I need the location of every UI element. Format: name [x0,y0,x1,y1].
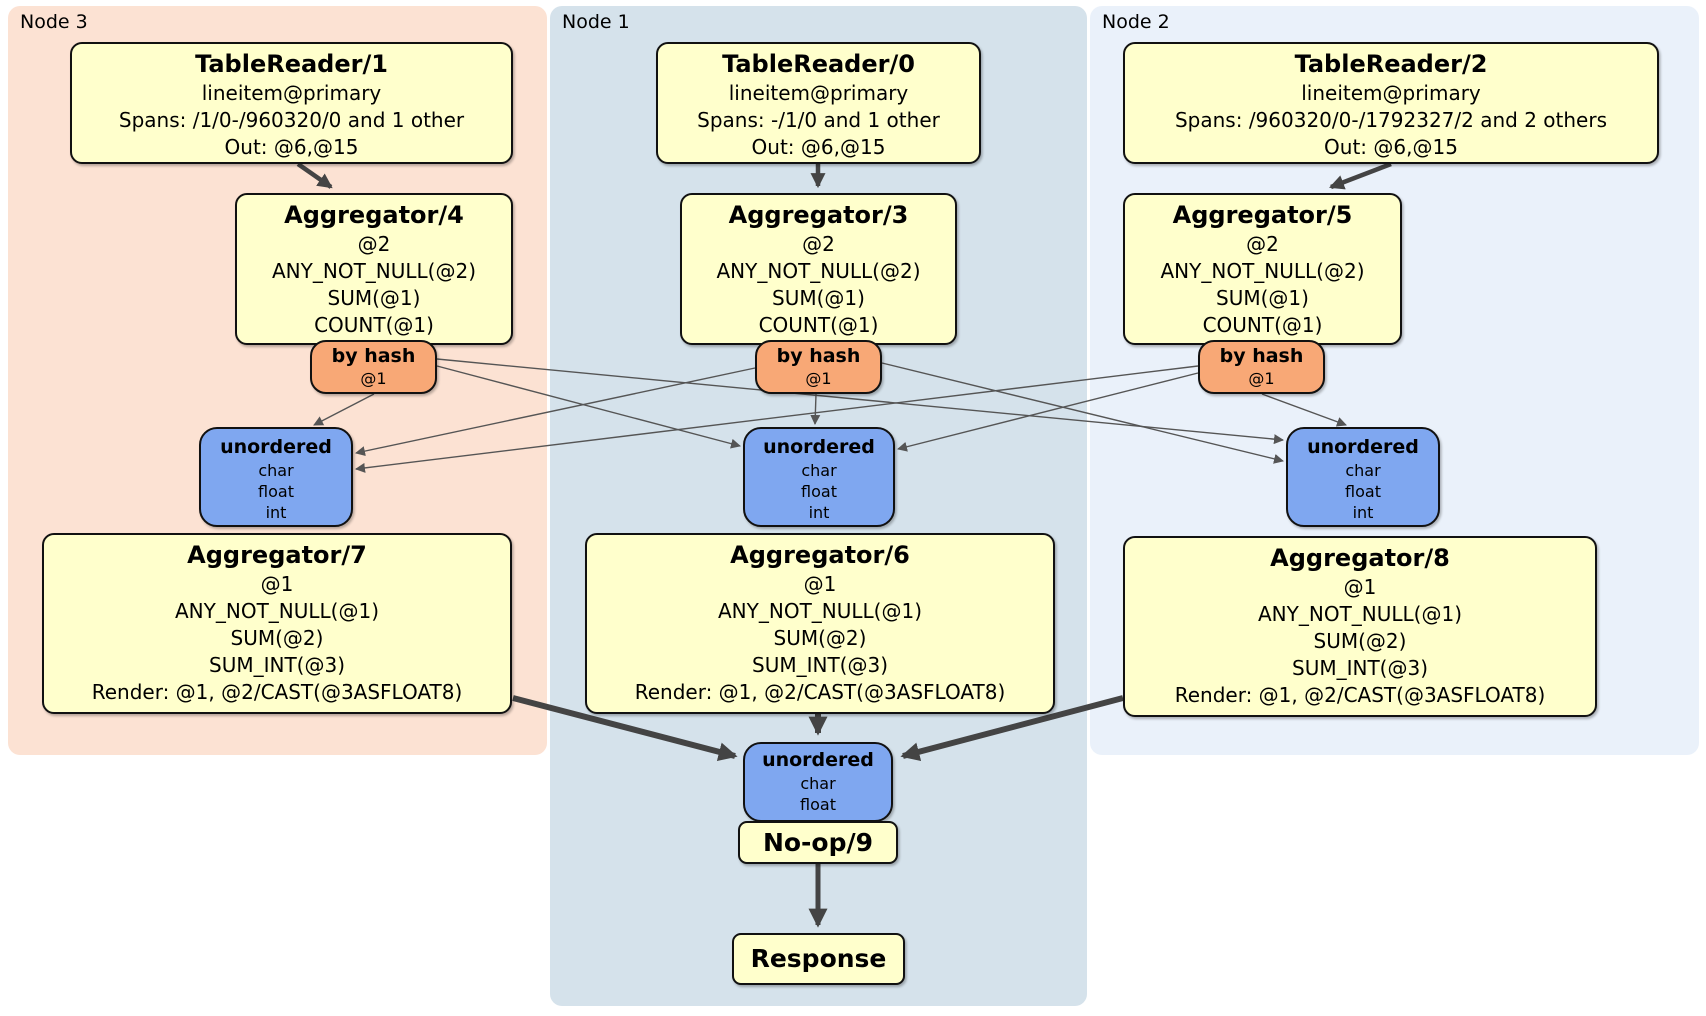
processor-detail: SUM_INT(@3) [209,653,345,677]
sync-column: char [1345,461,1381,480]
aggregator-8-box: Aggregator/8 @1 ANY_NOT_NULL(@1) SUM(@2)… [1123,536,1597,717]
aggregator-7-box: Aggregator/7 @1 ANY_NOT_NULL(@1) SUM(@2)… [42,533,512,714]
router-detail: @1 [805,369,832,388]
node2-label: Node 2 [1102,11,1170,33]
sync-column: float [258,482,294,501]
processor-detail: Render: @1, @2/CAST(@3ASFLOAT8) [1174,683,1546,707]
tablereader-1-box: TableReader/1 lineitem@primary Spans: /1… [70,42,513,164]
noop-9-box: No-op/9 [738,821,898,864]
processor-detail: Out: @6,@15 [1324,135,1458,159]
processor-detail: SUM(@1) [1216,286,1309,310]
processor-detail: SUM(@1) [327,286,421,310]
sync-title: unordered [220,436,332,458]
processor-detail: @2 [802,232,835,256]
processor-title: Aggregator/5 [1172,201,1353,229]
processor-detail: COUNT(@1) [1202,313,1323,337]
hash-router-node1: by hash @1 [755,340,882,394]
aggregator-4-box: Aggregator/4 @2 ANY_NOT_NULL(@2) SUM(@1)… [235,193,513,345]
node3-label: Node 3 [20,11,88,33]
router-title: by hash [331,345,416,367]
router-detail: @1 [1248,369,1275,388]
aggregator-5-box: Aggregator/5 @2 ANY_NOT_NULL(@2) SUM(@1)… [1123,193,1402,345]
tablereader-2-box: TableReader/2 lineitem@primary Spans: /9… [1123,42,1659,164]
sync-column: int [265,503,287,522]
processor-title: TableReader/0 [722,50,915,78]
processor-detail: SUM(@1) [772,286,865,310]
processor-detail: ANY_NOT_NULL(@2) [716,259,921,283]
processor-detail: SUM(@2) [230,626,324,650]
processor-title: Aggregator/7 [187,541,367,569]
processor-title: Aggregator/4 [284,201,464,229]
processor-detail: lineitem@primary [201,81,382,105]
node1-label: Node 1 [562,11,630,33]
sync-column: char [258,461,294,480]
processor-detail: @1 [260,572,294,596]
processor-title: Aggregator/3 [728,201,909,229]
unordered-sync-final: unordered char float [743,742,893,822]
processor-detail: Spans: /960320/0-/1792327/2 and 2 others [1174,108,1607,132]
processor-detail: COUNT(@1) [314,313,434,337]
tablereader-0-box: TableReader/0 lineitem@primary Spans: -/… [656,42,981,164]
processor-detail: SUM_INT(@3) [1292,656,1428,680]
sync-column: char [801,461,837,480]
processor-detail: ANY_NOT_NULL(@1) [175,599,379,623]
sync-column: float [800,795,836,814]
sync-column: int [808,503,830,522]
sync-column: float [1345,482,1381,501]
processor-detail: Out: @6,@15 [751,135,886,159]
processor-title: Aggregator/8 [1270,544,1450,572]
processor-detail: @1 [1343,575,1377,599]
processor-detail: @1 [803,572,837,596]
processor-detail: lineitem@primary [728,81,909,105]
hash-router-node3: by hash @1 [310,340,437,394]
processor-detail: ANY_NOT_NULL(@1) [1258,602,1462,626]
processor-title: Aggregator/6 [730,541,910,569]
processor-detail: Render: @1, @2/CAST(@3ASFLOAT8) [91,680,463,704]
processor-detail: Render: @1, @2/CAST(@3ASFLOAT8) [634,680,1006,704]
processor-detail: Spans: /1/0-/960320/0 and 1 other [118,108,465,132]
processor-detail: SUM(@2) [1313,629,1407,653]
response-box: Response [732,933,905,985]
processor-detail: Out: @6,@15 [224,135,359,159]
hash-router-node2: by hash @1 [1198,340,1325,394]
router-title: by hash [776,345,861,367]
sync-column: float [801,482,837,501]
processor-detail: ANY_NOT_NULL(@2) [272,259,476,283]
sync-title: unordered [1307,436,1419,458]
unordered-sync-node1: unordered char float int [743,427,895,527]
processor-title: TableReader/2 [1294,50,1488,78]
router-detail: @1 [360,369,387,388]
sync-title: unordered [763,436,875,458]
unordered-sync-node2: unordered char float int [1286,427,1440,527]
processor-title: TableReader/1 [195,50,388,78]
sync-title: unordered [762,749,874,771]
sync-column: int [1352,503,1374,522]
processor-detail: COUNT(@1) [758,313,879,337]
processor-detail: @2 [1246,232,1279,256]
unordered-sync-node3: unordered char float int [199,427,353,527]
processor-detail: @2 [357,232,391,256]
processor-detail: Spans: -/1/0 and 1 other [697,108,940,132]
processor-detail: ANY_NOT_NULL(@1) [718,599,922,623]
processor-detail: SUM(@2) [773,626,867,650]
processor-detail: ANY_NOT_NULL(@2) [1160,259,1365,283]
aggregator-6-box: Aggregator/6 @1 ANY_NOT_NULL(@1) SUM(@2)… [585,533,1055,714]
sync-column: char [800,774,836,793]
router-title: by hash [1219,345,1304,367]
processor-detail: lineitem@primary [1301,81,1481,105]
aggregator-3-box: Aggregator/3 @2 ANY_NOT_NULL(@2) SUM(@1)… [680,193,957,345]
processor-detail: SUM_INT(@3) [752,653,888,677]
